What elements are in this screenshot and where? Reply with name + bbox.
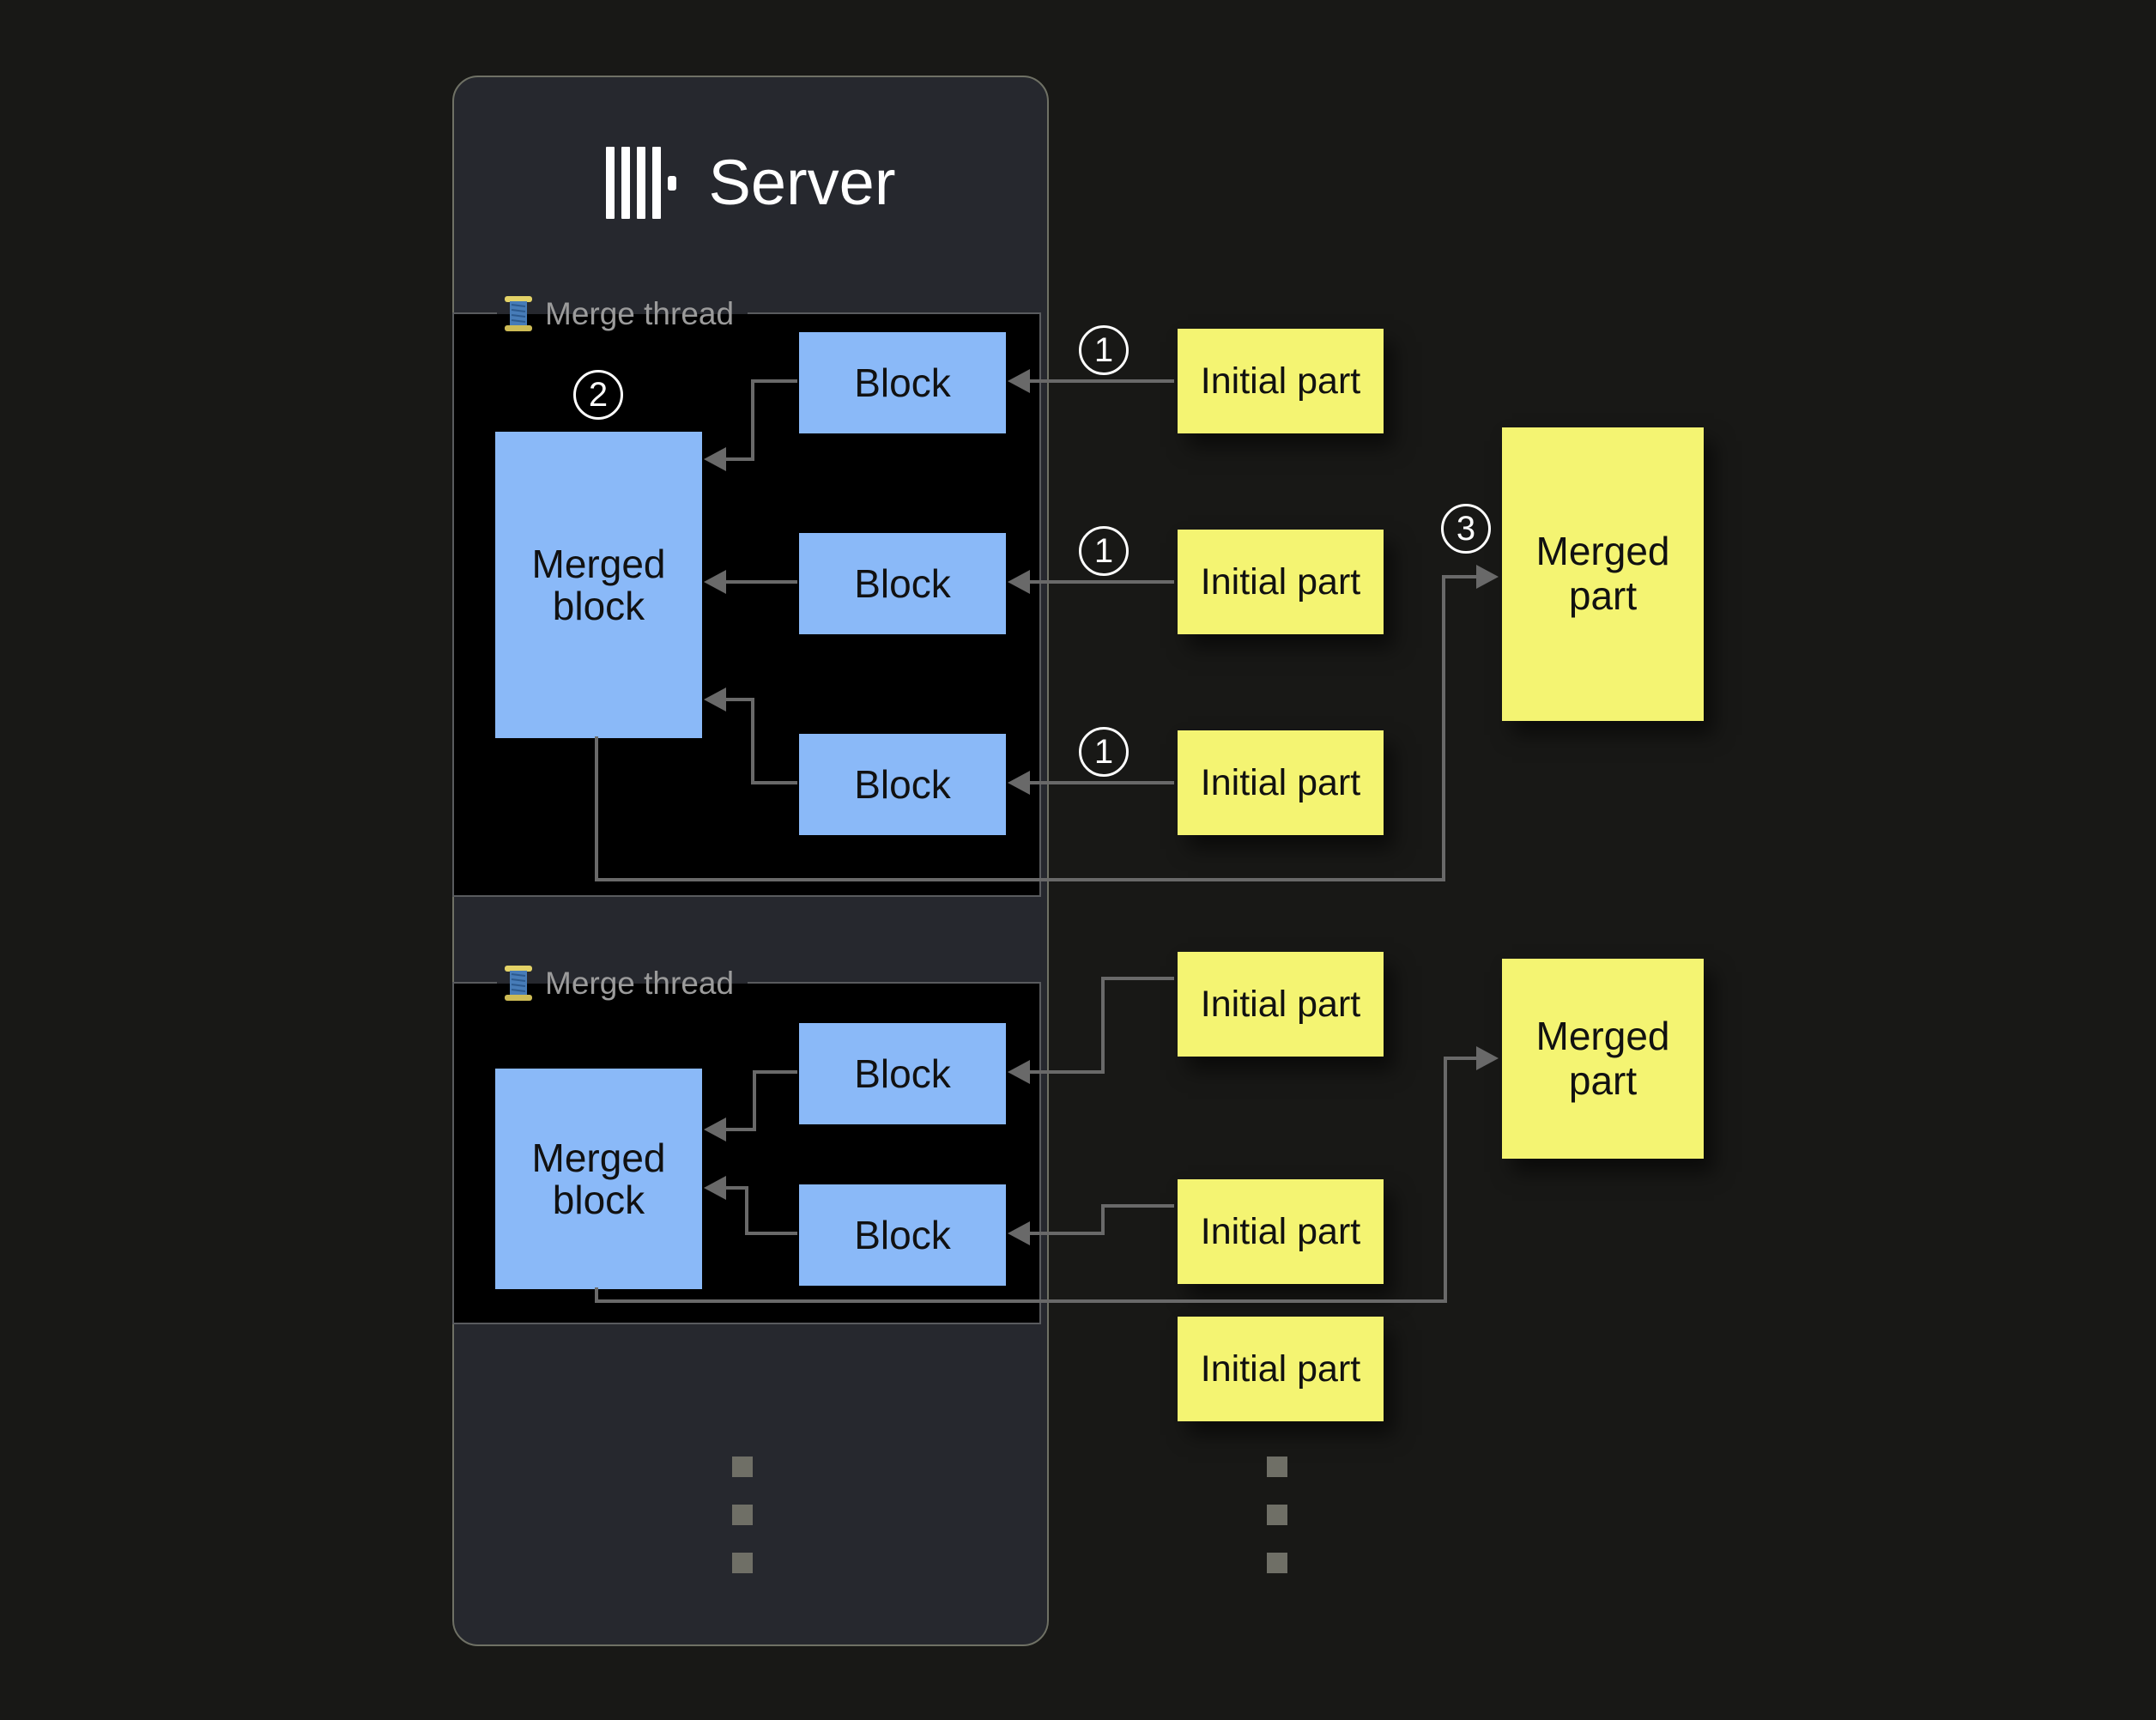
server-title: Server (708, 147, 896, 218)
ellipsis-dot (1267, 1457, 1287, 1477)
block-1-3: Block (799, 734, 1006, 835)
initial-part-4: Initial part (1178, 952, 1384, 1057)
thread-spool-icon (505, 966, 532, 1001)
ellipsis-dot (732, 1457, 753, 1477)
merge-thread-label: Merge thread (545, 966, 735, 1001)
merged-block-2: Merged block (495, 1069, 702, 1289)
ellipsis-dot (732, 1553, 753, 1573)
merge-thread-label: Merge thread (545, 296, 735, 331)
block-2-2: Block (799, 1184, 1006, 1286)
merged-block-1: Merged block (495, 432, 702, 738)
ellipsis-dot (1267, 1553, 1287, 1573)
step-1-badge: 1 (1079, 526, 1129, 576)
merged-part-1: Merged part (1502, 427, 1704, 721)
merged-part-2: Merged part (1502, 959, 1704, 1159)
thread-spool-icon (505, 296, 532, 331)
ellipsis-dot (732, 1505, 753, 1525)
merge-thread-legend-1: Merge thread (497, 291, 748, 337)
server-header: Server (452, 127, 1049, 239)
merge-thread-section-2: Merge thread Merged block Block Block (452, 960, 1041, 1324)
block-2-1: Block (799, 1023, 1006, 1124)
merge-thread-section-1: Merge thread Merged block Block Block Bl… (452, 291, 1041, 897)
merge-thread-legend-2: Merge thread (497, 960, 748, 1007)
step-3-badge: 3 (1441, 504, 1491, 554)
initial-part-1: Initial part (1178, 329, 1384, 433)
initial-part-2: Initial part (1178, 530, 1384, 634)
ellipsis-dot (1267, 1505, 1287, 1525)
step-1-badge: 1 (1079, 727, 1129, 777)
step-2-badge: 2 (573, 370, 623, 420)
step-1-badge: 1 (1079, 325, 1129, 375)
initial-part-6: Initial part (1178, 1317, 1384, 1421)
initial-part-3: Initial part (1178, 730, 1384, 835)
initial-part-5: Initial part (1178, 1179, 1384, 1284)
block-1-1: Block (799, 332, 1006, 433)
block-1-2: Block (799, 533, 1006, 634)
clickhouse-logo-icon (605, 147, 676, 219)
